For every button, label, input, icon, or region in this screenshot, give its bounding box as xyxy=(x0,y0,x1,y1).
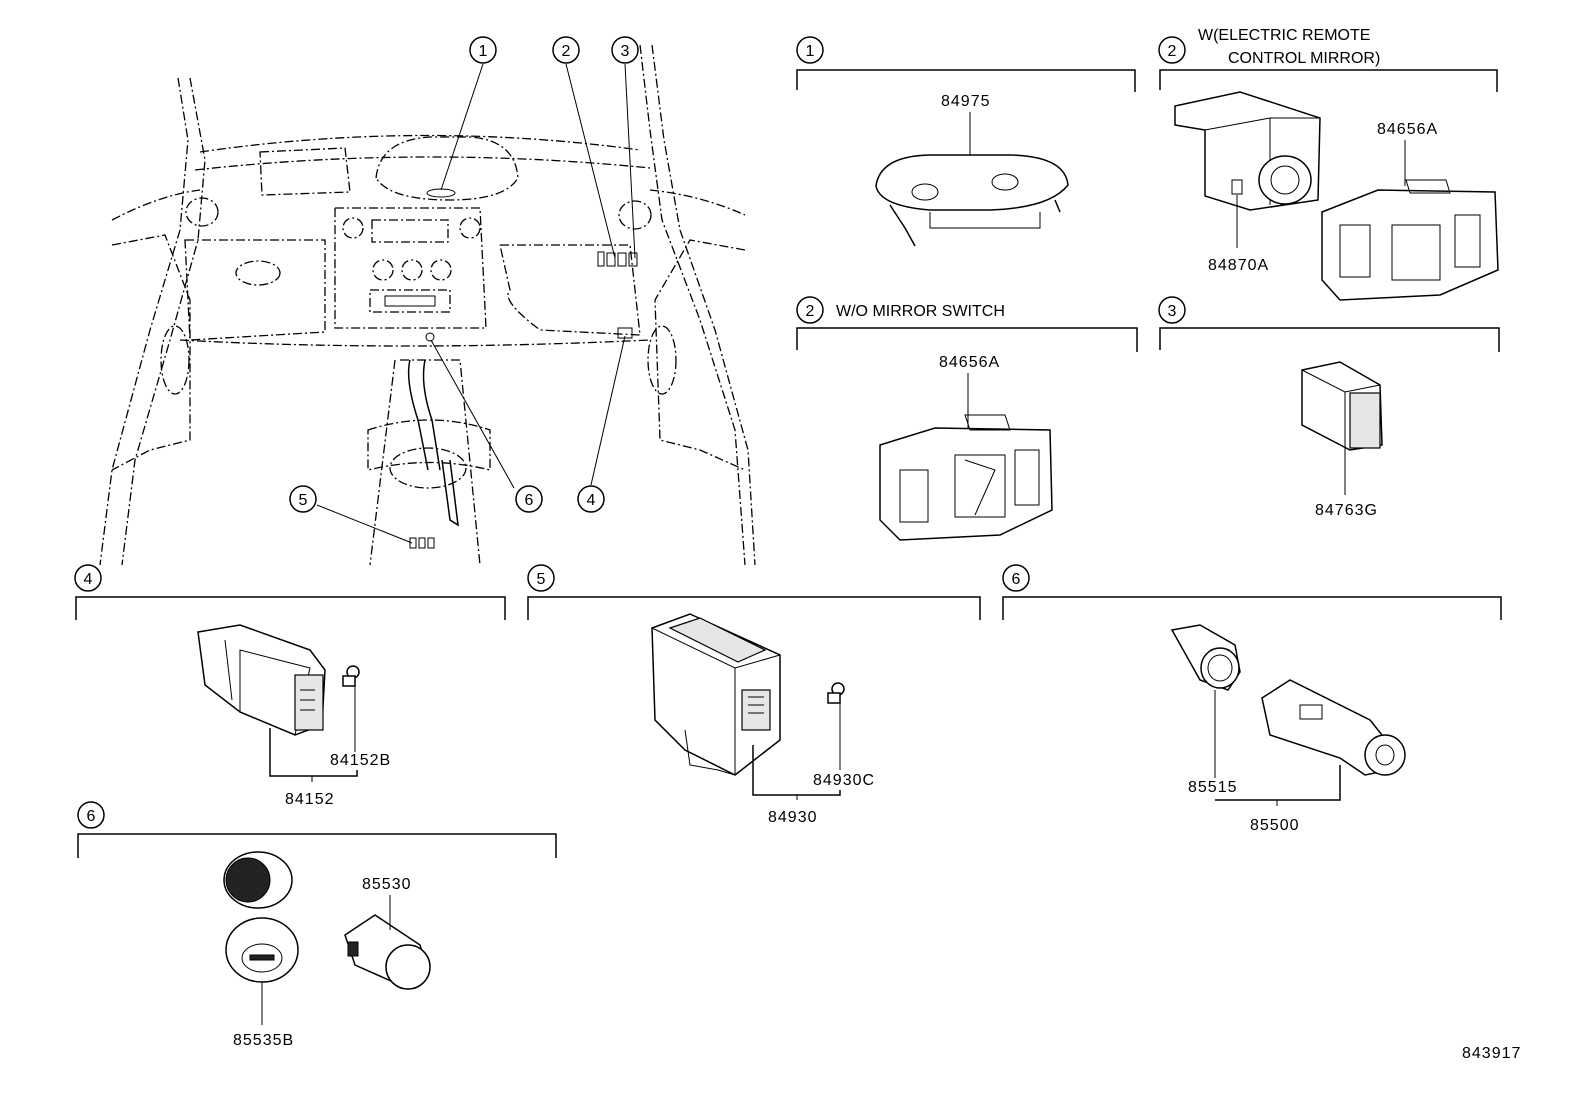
overview-callout-3: 3 xyxy=(611,36,639,64)
section-2b-bracket xyxy=(796,327,1138,352)
section-6b: 6 85535B 85530 xyxy=(77,801,557,1049)
part-84656A-bezel-2b xyxy=(879,414,1053,541)
overview-callout-5: 5 xyxy=(289,485,317,513)
overview-callout-4-label: 4 xyxy=(587,492,596,509)
part-label-84152: 84152 xyxy=(285,791,335,808)
section-2b-note: W/O MIRROR SWITCH xyxy=(836,303,1005,320)
part-85535B-socket-cover xyxy=(223,851,299,983)
section-2a: 2 W(ELECTRIC REMOTE CONTROL MIRROR) 8487… xyxy=(1158,27,1499,301)
part-84930-rocker-switch xyxy=(651,613,781,776)
part-84152-switch xyxy=(197,624,326,736)
part-85500-lighter xyxy=(1261,679,1406,776)
section-5-number: 5 xyxy=(537,571,546,588)
part-label-84870A: 84870A xyxy=(1208,257,1269,274)
section-1-number-circle xyxy=(796,36,824,64)
overview-callout-1: 1 xyxy=(469,36,497,64)
section-1-number: 1 xyxy=(806,43,815,60)
part-label-85535B: 85535B xyxy=(233,1032,294,1049)
section-5-bracket xyxy=(527,596,981,620)
section-3-bracket xyxy=(1159,327,1500,352)
section-6a-bracket xyxy=(1002,596,1502,620)
section-3-number: 3 xyxy=(1168,303,1177,320)
section-6a-number: 6 xyxy=(1012,571,1021,588)
section-1: 1 84975 xyxy=(796,36,1136,247)
overview-leader-lines xyxy=(316,63,636,544)
section-3: 3 84763G xyxy=(1158,296,1500,519)
part-label-84763G: 84763G xyxy=(1315,502,1378,519)
part-85530-lighter xyxy=(344,914,431,990)
part-label-84656A-2a: 84656A xyxy=(1377,121,1438,138)
part-85515-socket xyxy=(1170,624,1241,691)
part-label-84152B: 84152B xyxy=(330,752,391,769)
section-6b-number: 6 xyxy=(87,808,96,825)
part-84975-switch-bezel xyxy=(875,154,1069,247)
overview-callout-1-label: 1 xyxy=(479,43,488,60)
dashboard-overview xyxy=(99,44,756,566)
overview-callout-5-label: 5 xyxy=(299,492,308,509)
section-2a-note-line1: W(ELECTRIC REMOTE xyxy=(1198,27,1370,44)
section-2b: 2 W/O MIRROR SWITCH 84656A xyxy=(796,296,1138,541)
overview-callout-2: 2 xyxy=(552,36,580,64)
section-4: 4 84152B 84152 xyxy=(74,564,506,808)
overview-callout-3-label: 3 xyxy=(621,43,630,60)
part-84152B-bulb xyxy=(342,665,360,687)
figure-id: 843917 xyxy=(1462,1045,1521,1062)
overview-callout-4: 4 xyxy=(577,485,605,513)
overview-callout-2-label: 2 xyxy=(562,43,571,60)
section-2a-bracket xyxy=(1159,69,1498,92)
overview-callout-6: 6 xyxy=(515,485,543,513)
section-4-number: 4 xyxy=(84,571,93,588)
section-5: 5 84930C 84930 xyxy=(527,564,981,826)
part-label-84975: 84975 xyxy=(941,93,991,110)
section-6a: 6 85515 85500 xyxy=(1002,564,1502,834)
part-84870A-mirror-switch xyxy=(1174,91,1321,211)
part-84763G-blank-switch xyxy=(1301,361,1383,451)
part-label-84930: 84930 xyxy=(768,809,818,826)
section-2a-number: 2 xyxy=(1168,43,1177,60)
part-label-85530: 85530 xyxy=(362,876,412,893)
section-1-bracket xyxy=(796,69,1136,92)
section-2b-number: 2 xyxy=(806,303,815,320)
overview-callout-6-label: 6 xyxy=(525,492,534,509)
section-4-bracket xyxy=(75,596,506,620)
section-6b-bracket xyxy=(77,833,557,858)
section-2a-note-line2: CONTROL MIRROR) xyxy=(1228,50,1380,67)
part-label-84656A-2b: 84656A xyxy=(939,354,1000,371)
part-label-85515: 85515 xyxy=(1188,779,1238,796)
part-84930C-bulb xyxy=(827,682,845,704)
part-label-84930C: 84930C xyxy=(813,772,875,789)
part-84656A-bezel-2a xyxy=(1321,179,1499,301)
part-label-85500: 85500 xyxy=(1250,817,1300,834)
